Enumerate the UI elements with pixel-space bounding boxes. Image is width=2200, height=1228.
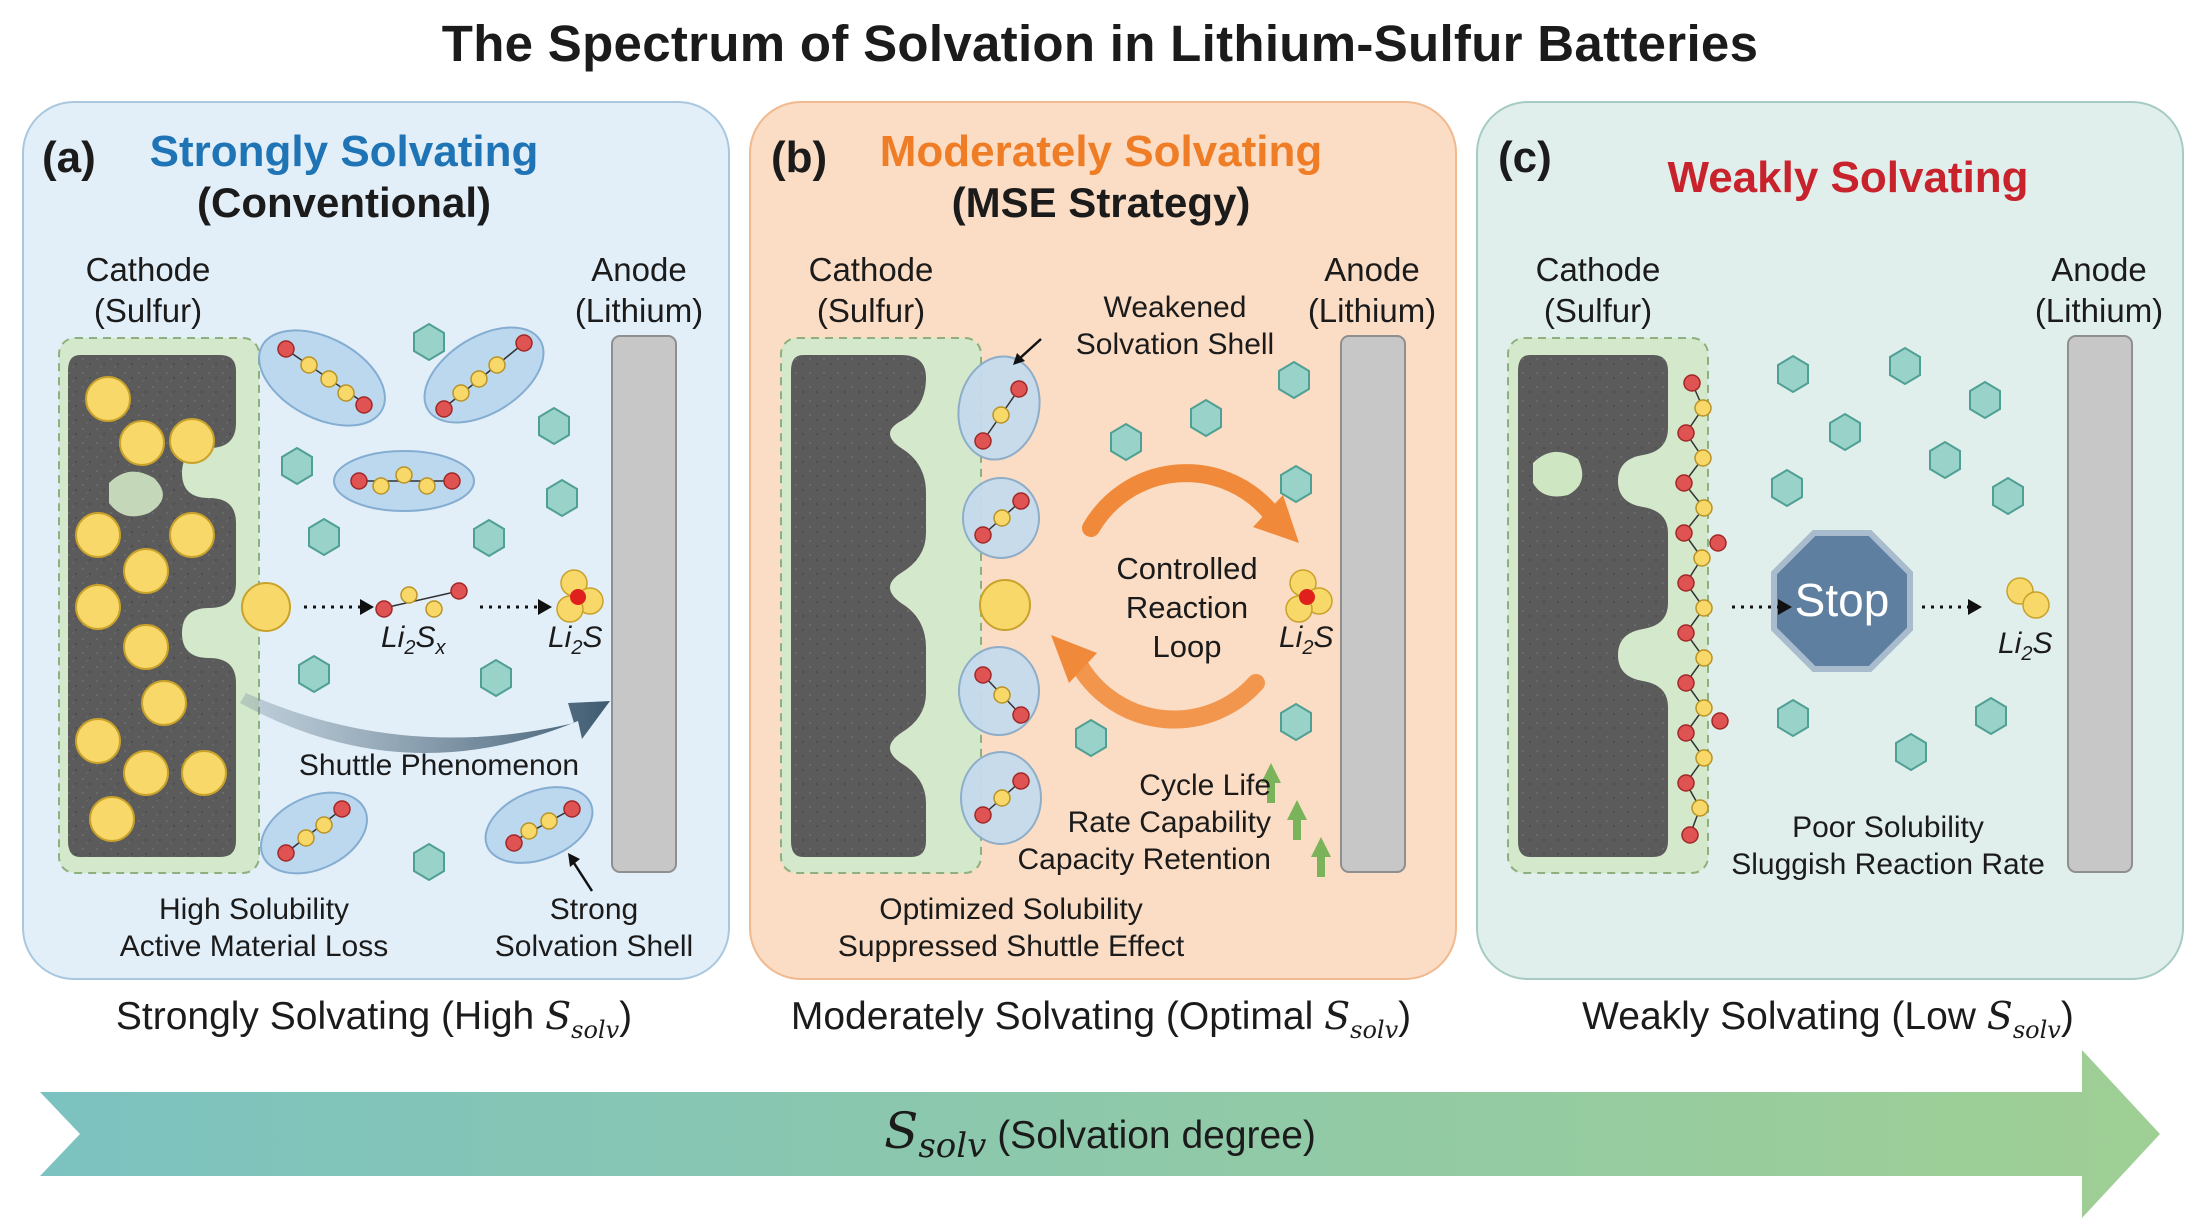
panel-b-subtitle: (MSE Strategy) — [951, 179, 1251, 226]
solvent-molecules — [281, 322, 578, 882]
panel-strongly-solvating: (a) Strongly Solvating (Conventional) Ca… — [22, 101, 730, 980]
panel-a-tag: (a) — [42, 133, 96, 182]
panel-a-subtitle: (Conventional) — [197, 179, 491, 226]
cathode-sulfur-body — [791, 355, 926, 857]
li2s-label-c: Li2S — [1998, 627, 2053, 665]
panel-c-cathode-label: Cathode(Sulfur) — [1535, 251, 1661, 329]
improvement-arrows — [1261, 763, 1331, 877]
stop-sign — [1771, 530, 1913, 672]
solvent-molecules — [1771, 346, 2024, 772]
reaction-loop — [1072, 464, 1280, 729]
li2s-label-b: Li2S — [1279, 621, 1334, 659]
panel-b-anode-label: Anode(Lithium) — [1307, 251, 1437, 329]
panel-moderately-solvating: (b) Moderately Solvating (MSE Strategy) … — [749, 101, 1457, 980]
panel-c-anode-label: Anode(Lithium) — [2034, 251, 2164, 329]
caption-moderately: Moderately Solvating (Optimal Ssolv) — [790, 994, 1412, 1044]
solvation-axis-arrow — [40, 1050, 2160, 1218]
s8-molecules — [75, 376, 291, 842]
s8-molecule-b — [979, 579, 1031, 631]
solvent-molecules — [1075, 360, 1312, 758]
panel-b-tag: (b) — [771, 133, 828, 182]
caption-strongly: Strongly Solvating (High Ssolv) — [115, 994, 633, 1044]
solvation-axis-label: Ssolv (Solvation degree) — [884, 1102, 1316, 1166]
anode-electrode — [1340, 335, 1406, 873]
anode-electrode — [2067, 335, 2133, 873]
li2s-cluster-b — [1285, 569, 1333, 623]
li2s-cluster-c — [2006, 577, 2050, 619]
panel-b-cathode-label: Cathode(Sulfur) — [808, 251, 934, 329]
panel-b-illustration — [780, 335, 1406, 877]
li2s-cluster-a — [556, 569, 604, 623]
panel-c-tag: (c) — [1498, 133, 1552, 182]
panel-a-illustration — [58, 322, 677, 892]
shuttle-label: Shuttle Phenomenon — [298, 749, 580, 782]
stop-sign-label: Stop — [1794, 574, 1890, 626]
li2sx-label: Li2Sx — [381, 621, 446, 659]
panel-a-cathode-label: Cathode(Sulfur) — [85, 251, 211, 329]
panel-b-name: Moderately Solvating — [879, 127, 1323, 176]
li2s-label-a: Li2S — [548, 621, 603, 659]
anode-electrode — [611, 335, 677, 873]
panel-weakly-solvating: (c) Weakly Solvating Cathode(Sulfur) Ano… — [1476, 101, 2184, 980]
panel-a-anode-label: Anode(Lithium) — [574, 251, 704, 329]
cathode-sulfur-body — [1518, 355, 1668, 857]
panel-c-name: Weakly Solvating — [1667, 153, 2029, 202]
panel-a-name: Strongly Solvating — [149, 127, 539, 176]
panel-c-illustration — [1507, 335, 2133, 874]
shuttle-arrow — [240, 693, 610, 753]
page-title: The Spectrum of Solvation in Lithium-Sul… — [441, 15, 1759, 72]
caption-weakly: Weakly Solvating (Low Ssolv) — [1582, 994, 2074, 1044]
